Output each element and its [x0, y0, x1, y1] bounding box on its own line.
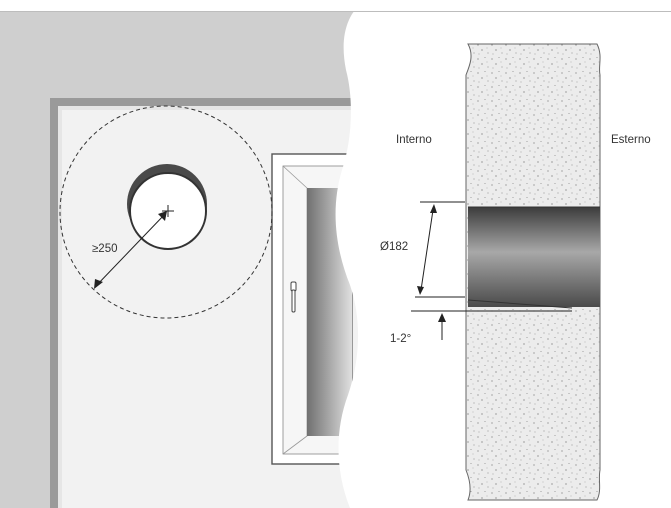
- diameter-dimension: [415, 201, 465, 298]
- vent-hole: [127, 164, 207, 250]
- clearance-circle: [59, 105, 273, 319]
- interior-label: Interno: [396, 134, 432, 146]
- window: [271, 153, 353, 465]
- diameter-label: Ø182: [380, 241, 408, 253]
- duct-pipe: [468, 207, 600, 307]
- clearance-label: ≥250: [92, 243, 118, 255]
- slope-dimension: [411, 310, 572, 340]
- slope-label: 1-2°: [390, 333, 411, 345]
- duct-bottom-edge: [467, 299, 573, 309]
- window-handle-icon: [290, 281, 297, 313]
- clearance-dimension-arrow: [94, 211, 167, 289]
- exterior-label: Esterno: [611, 134, 651, 146]
- wall-section: [465, 43, 601, 501]
- center-mark-icon: [162, 205, 174, 217]
